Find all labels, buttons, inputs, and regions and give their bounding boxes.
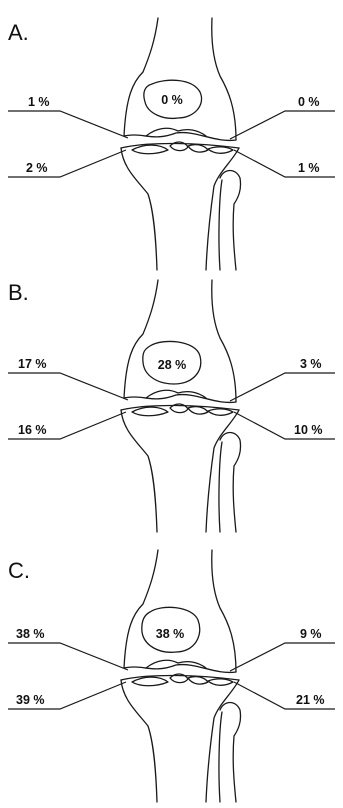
- upper-right-value: 9 %: [300, 627, 322, 641]
- knee-drawing: [121, 18, 241, 270]
- panel-label: A.: [8, 20, 29, 45]
- leader-line: [8, 373, 128, 400]
- panel-label: B.: [8, 280, 29, 305]
- upper-left-value: 38 %: [16, 627, 45, 641]
- lower-left-value: 39 %: [16, 693, 45, 707]
- panel-label: C.: [8, 558, 30, 583]
- panel-b: B. 28 % 17 % 3 % 16 % 10 %: [8, 280, 335, 532]
- leader-line: [8, 111, 128, 138]
- upper-right-value: 0 %: [298, 95, 320, 109]
- lower-right-value: 21 %: [296, 693, 325, 707]
- panel-a: A. 0 % 1 % 0 % 2 % 1 %: [8, 18, 335, 270]
- lower-right-value: 10 %: [294, 423, 323, 437]
- knee-drawing: [121, 280, 241, 532]
- leader-line: [234, 150, 335, 177]
- upper-left-value: 1 %: [28, 95, 50, 109]
- knee-drawing: [121, 550, 241, 802]
- leader-line: [230, 643, 335, 671]
- upper-right-value: 3 %: [300, 357, 322, 371]
- panel-c: C. 38 % 38 % 9 % 39 % 21 %: [8, 550, 335, 802]
- center-value: 38 %: [156, 627, 185, 641]
- leader-line: [230, 373, 335, 401]
- upper-left-value: 17 %: [18, 357, 47, 371]
- lower-left-value: 16 %: [18, 423, 47, 437]
- lower-right-value: 1 %: [298, 161, 320, 175]
- leader-line: [230, 111, 335, 139]
- center-value: 0 %: [161, 93, 183, 107]
- center-value: 28 %: [158, 358, 187, 372]
- leader-line: [8, 643, 128, 670]
- lower-left-value: 2 %: [26, 161, 48, 175]
